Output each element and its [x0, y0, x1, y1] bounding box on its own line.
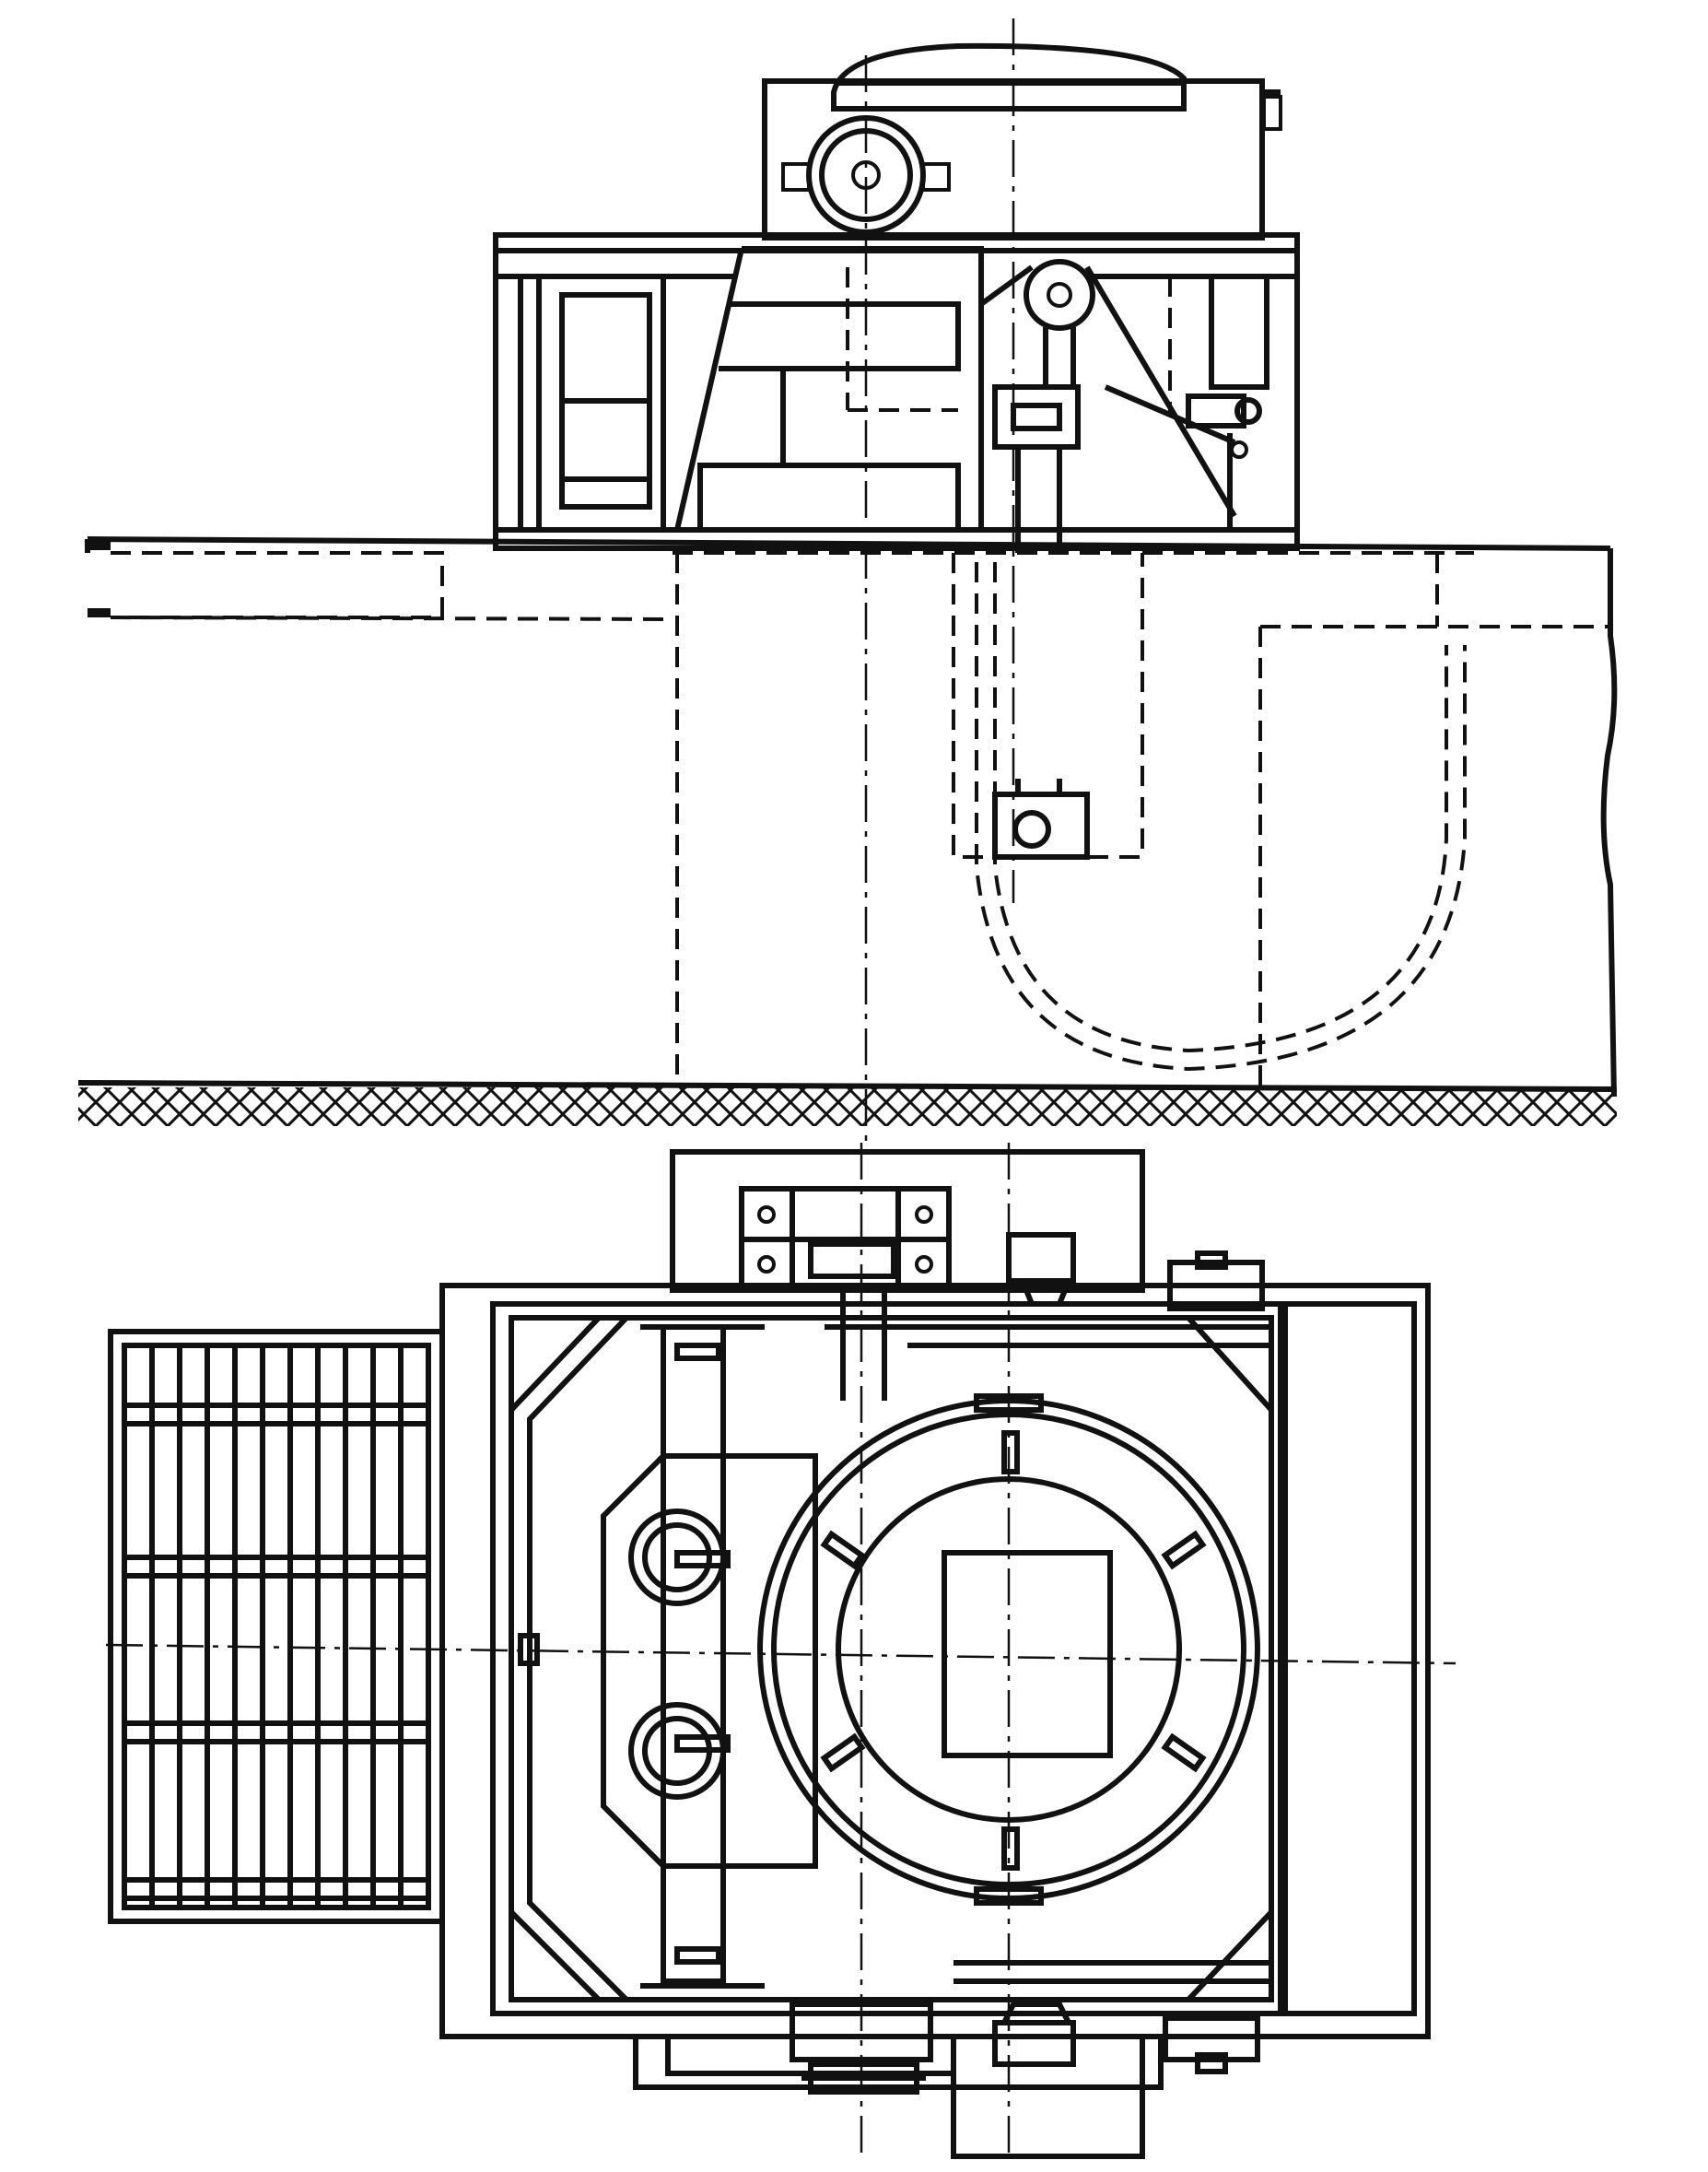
- right-side-panel: [1168, 274, 1269, 530]
- plan-view: [105, 1143, 1456, 2161]
- furnace-circle: [757, 1393, 1260, 1906]
- main-frame: [493, 232, 1300, 551]
- floor-platform: [85, 536, 1611, 621]
- elevation-view: [77, 18, 1618, 1152]
- furnace-cover: [831, 42, 1187, 112]
- octagon-frame: [509, 1315, 602, 2002]
- bottom-tab: [633, 2002, 1260, 2159]
- grating: [108, 1329, 445, 1924]
- ladle: [975, 562, 1467, 1072]
- hatched-panel: [1282, 1301, 1417, 2016]
- ground-line: [77, 1080, 1617, 1126]
- vertical-beam: [518, 1324, 765, 1989]
- tilt-linkage: [979, 259, 1237, 553]
- plan-horizontal-centerline: [105, 1643, 1456, 1665]
- pit: [675, 553, 1608, 1097]
- central-column: [674, 246, 984, 533]
- frame-door: [518, 276, 666, 530]
- break-line: [1600, 548, 1618, 1098]
- charging-opening: [942, 1550, 1113, 1758]
